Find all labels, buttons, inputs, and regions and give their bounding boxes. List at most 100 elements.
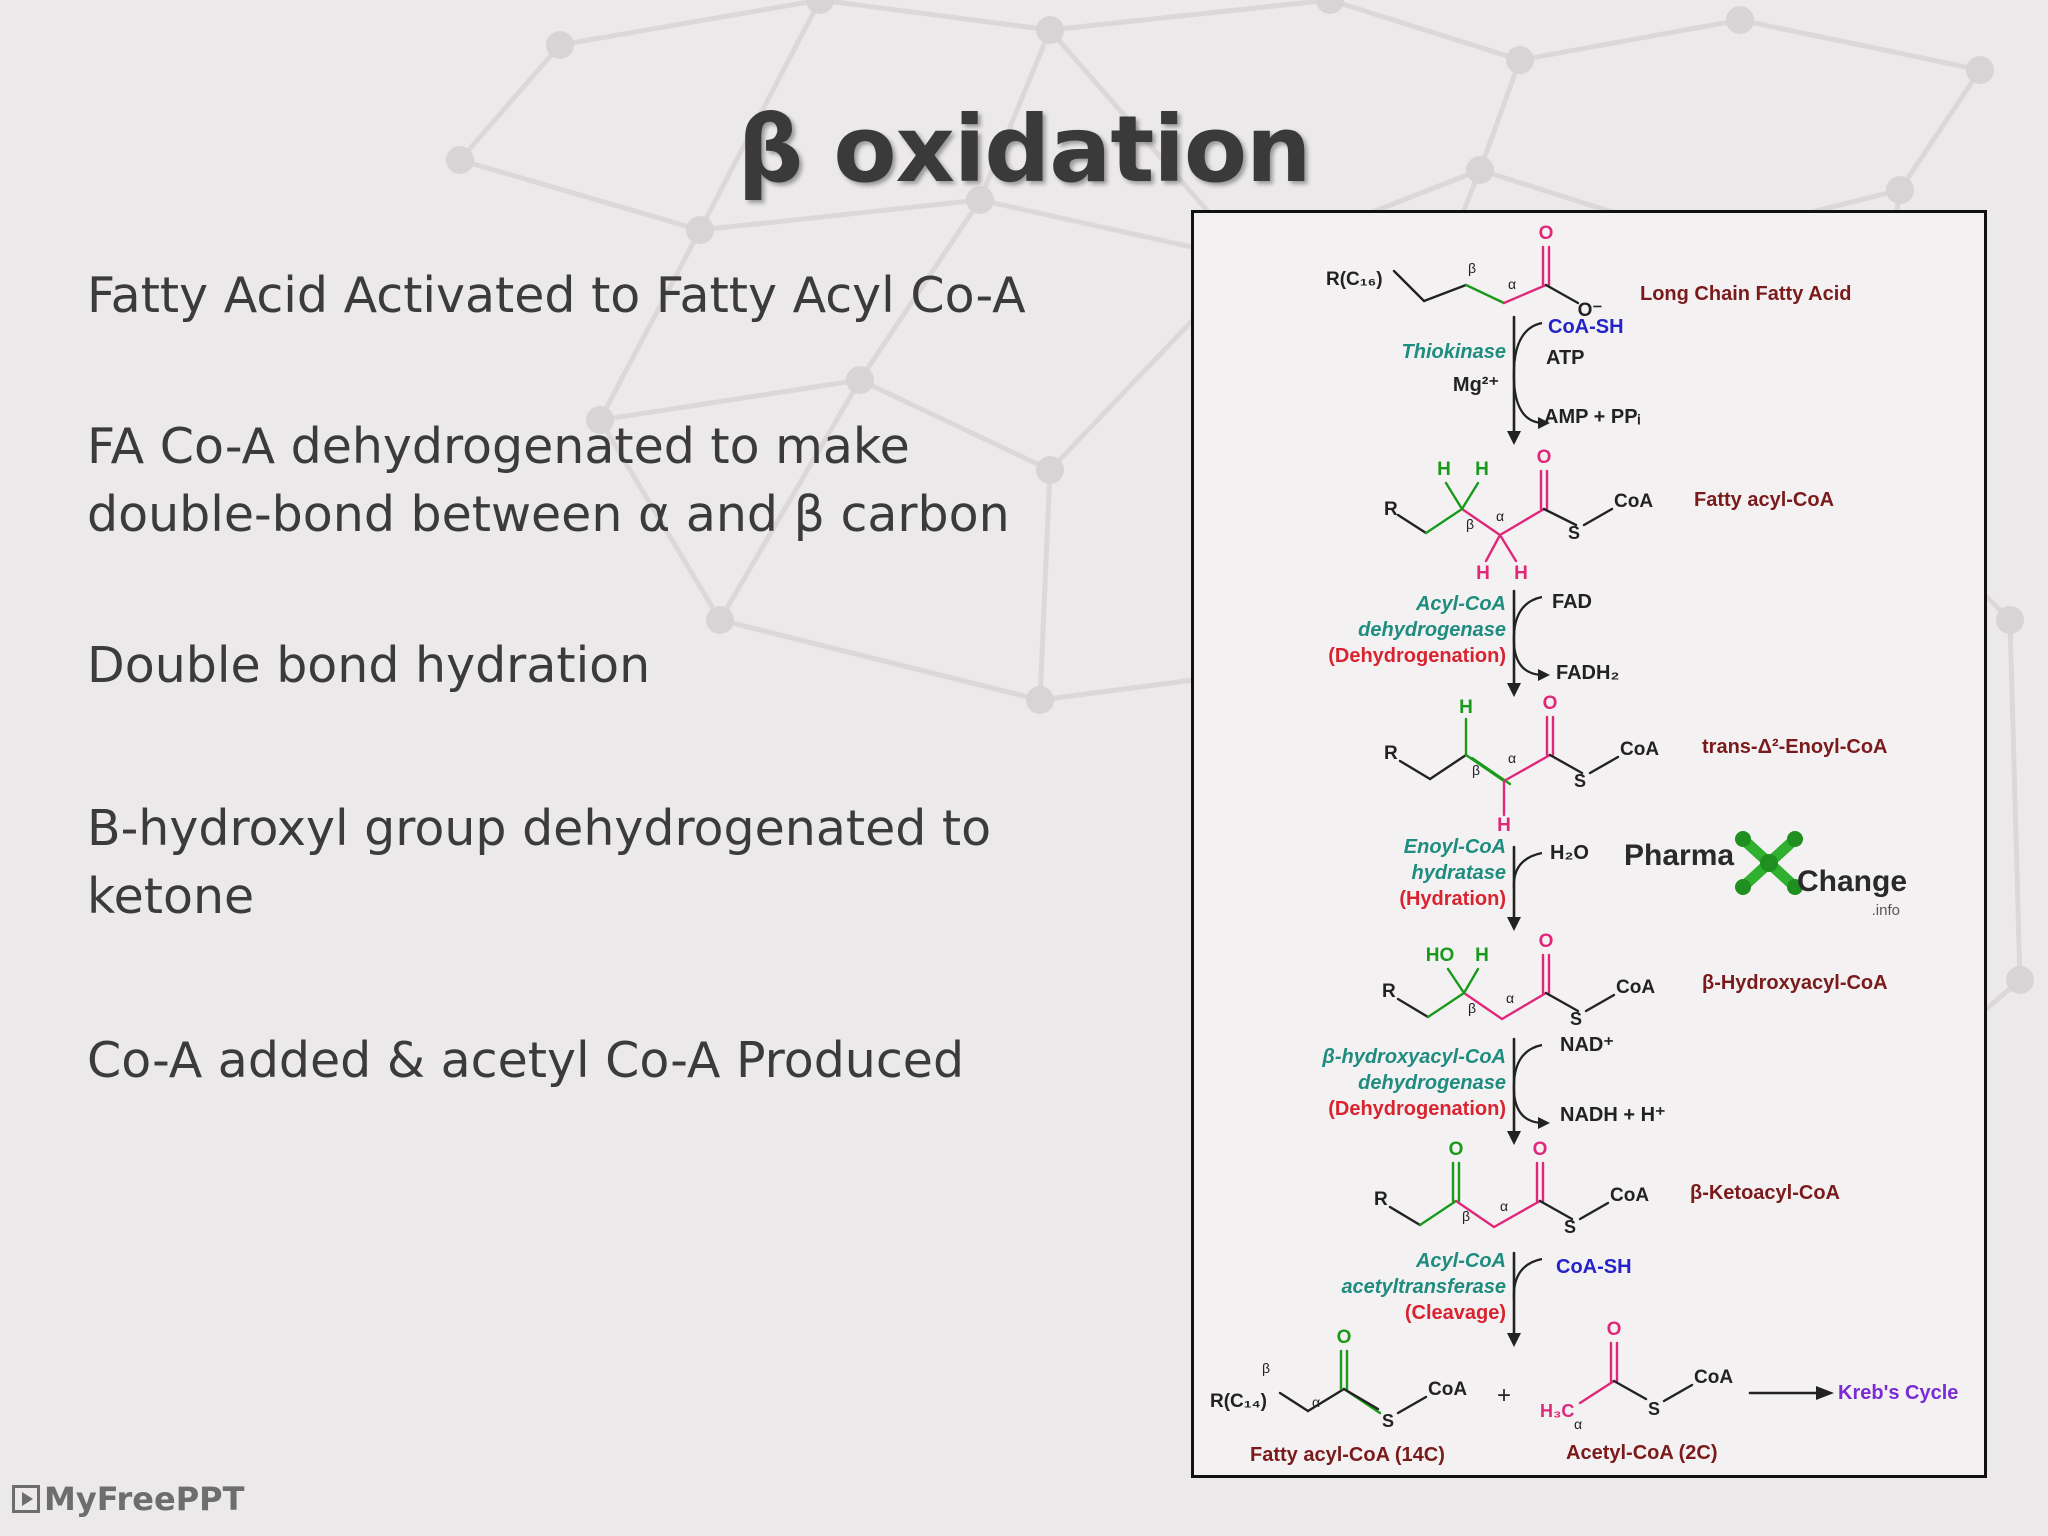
cofactor-out: NADH + H⁺	[1560, 1104, 1666, 1126]
network-node	[1966, 56, 1994, 84]
network-node	[1886, 176, 1914, 204]
network-link	[857, 198, 983, 382]
network-node	[1316, 0, 1344, 14]
network-node	[1036, 456, 1064, 484]
thioester-bond	[1582, 507, 1614, 527]
network-node	[2006, 966, 2034, 994]
carbon-chain-bond	[1422, 283, 1468, 303]
carboxylate-bond	[1544, 283, 1580, 305]
network-node	[546, 31, 574, 59]
r-group-label: R	[1382, 981, 1396, 1002]
network-link	[1739, 17, 1981, 73]
bullet-activation: Fatty Acid Activated to Fatty Acyl Co-A	[87, 262, 1026, 330]
carbon-chain-bond	[1462, 991, 1504, 1021]
sulfur-atom: S	[1574, 771, 1586, 791]
network-link	[597, 418, 723, 622]
hydrogen-atom: H	[1514, 563, 1528, 584]
compound-hydroxyacyl-coa: β-Hydroxyacyl-CoA	[1702, 972, 1888, 994]
bullet-dehydrogenation: FA Co-A dehydrogenated to make double-bo…	[87, 413, 1010, 549]
oh-bond	[1446, 967, 1466, 995]
thioester-bond	[1538, 1199, 1574, 1221]
cofactor-in: CoA-SH	[1556, 1256, 1632, 1278]
oxygen-atom: O	[1449, 1139, 1464, 1160]
compound-ketoacyl-coa: β-Ketoacyl-CoA	[1690, 1182, 1840, 1204]
hydrogen-atom: H	[1475, 945, 1489, 966]
r-group-label: R(C₁₆)	[1326, 269, 1383, 290]
enzyme-name: Acyl-CoA	[1415, 1250, 1506, 1272]
compound-acetyl-coa: Acetyl-CoA (2C)	[1566, 1442, 1718, 1464]
cofactor-in: NAD⁺	[1560, 1034, 1614, 1056]
network-node	[1996, 606, 2024, 634]
thioester-bond	[1548, 753, 1584, 775]
bullet-line: double-bond between α and β carbon	[87, 486, 1010, 543]
network-link	[719, 617, 1041, 703]
carbon-chain-bond	[1428, 753, 1468, 781]
process-label: (Dehydrogenation)	[1328, 1098, 1506, 1120]
krebs-cycle-label: Kreb's Cycle	[1838, 1382, 1958, 1404]
arrowhead	[1816, 1386, 1834, 1400]
coa-label: CoA	[1694, 1367, 1733, 1388]
network-link	[2007, 619, 2023, 981]
carbon-chain-bond	[1498, 507, 1546, 537]
alpha-label: α	[1574, 1416, 1582, 1432]
logo-text: Pharma	[1624, 839, 1734, 872]
enzyme-name: Enoyl-CoA	[1404, 836, 1506, 858]
hydrogen-atom: H	[1437, 459, 1451, 480]
plus-sign: +	[1497, 1382, 1511, 1409]
sulfur-atom: S	[1570, 1009, 1582, 1029]
bullet-line: Fatty Acid Activated to Fatty Acyl Co-A	[87, 267, 1026, 324]
thioester-bond	[1544, 991, 1580, 1013]
thioester-bond	[1396, 1395, 1428, 1415]
thioester-bond	[1588, 755, 1620, 775]
carbon-chain-bond	[1464, 283, 1506, 305]
oxygen-atom: O	[1539, 223, 1554, 244]
carbon-chain-bond	[1500, 991, 1548, 1021]
carbon-chain-bond	[1396, 513, 1428, 535]
r-group-label: R(C₁₄)	[1210, 1391, 1267, 1412]
thioester-bond	[1578, 1201, 1610, 1221]
cofactor-in-curve	[1512, 595, 1543, 645]
methyl-group: H₃C	[1540, 1401, 1574, 1421]
carbon-chain-bond	[1278, 1391, 1310, 1413]
compound-fatty-acid: Long Chain Fatty Acid	[1640, 283, 1851, 305]
bullet-line: ketone	[87, 868, 255, 925]
arrowhead	[1538, 1117, 1550, 1129]
thioester-bond	[1584, 993, 1616, 1013]
arrowhead	[1538, 417, 1550, 429]
h-bond	[1462, 967, 1480, 995]
enzyme-name: dehydrogenase	[1358, 619, 1506, 641]
alpha-label: α	[1500, 1198, 1508, 1214]
network-link	[819, 0, 1051, 33]
network-link	[697, 0, 823, 232]
coa-label: CoA	[1614, 491, 1653, 512]
network-node	[586, 406, 614, 434]
oxygen-atom: O	[1543, 693, 1558, 714]
thioester-bond	[1342, 1387, 1380, 1411]
bullet-line: Double bond hydration	[87, 637, 651, 694]
network-link	[1519, 17, 1741, 63]
network-link	[1897, 68, 1983, 192]
hydrogen-atom: H	[1459, 697, 1473, 718]
oxygen-atom: O	[1539, 931, 1554, 952]
carbon-chain-bond	[1418, 1199, 1458, 1227]
play-icon	[12, 1485, 40, 1513]
network-node	[1506, 46, 1534, 74]
carbon-chain-bond	[1306, 1387, 1346, 1413]
enzyme-name: Thiokinase	[1402, 341, 1506, 363]
bullet-line: FA Co-A dehydrogenated to make	[87, 418, 910, 475]
network-link	[459, 157, 701, 233]
logo-text: Change	[1797, 865, 1907, 898]
r-group-label: R	[1374, 1189, 1388, 1210]
network-link	[699, 197, 981, 233]
carbon-chain-bond	[1398, 759, 1432, 781]
enzyme-name: Acyl-CoA	[1415, 593, 1506, 615]
bullet-ketone: B-hydroxyl group dehydrogenated to keton…	[87, 795, 991, 931]
logo-node	[1735, 879, 1751, 895]
cofactor-metal: Mg²⁺	[1453, 374, 1499, 396]
beta-label: β	[1466, 516, 1474, 532]
alpha-label: α	[1312, 1394, 1320, 1410]
arrowhead	[1507, 683, 1521, 697]
cofactor-in-curve	[1512, 1043, 1543, 1093]
network-node	[1726, 6, 1754, 34]
